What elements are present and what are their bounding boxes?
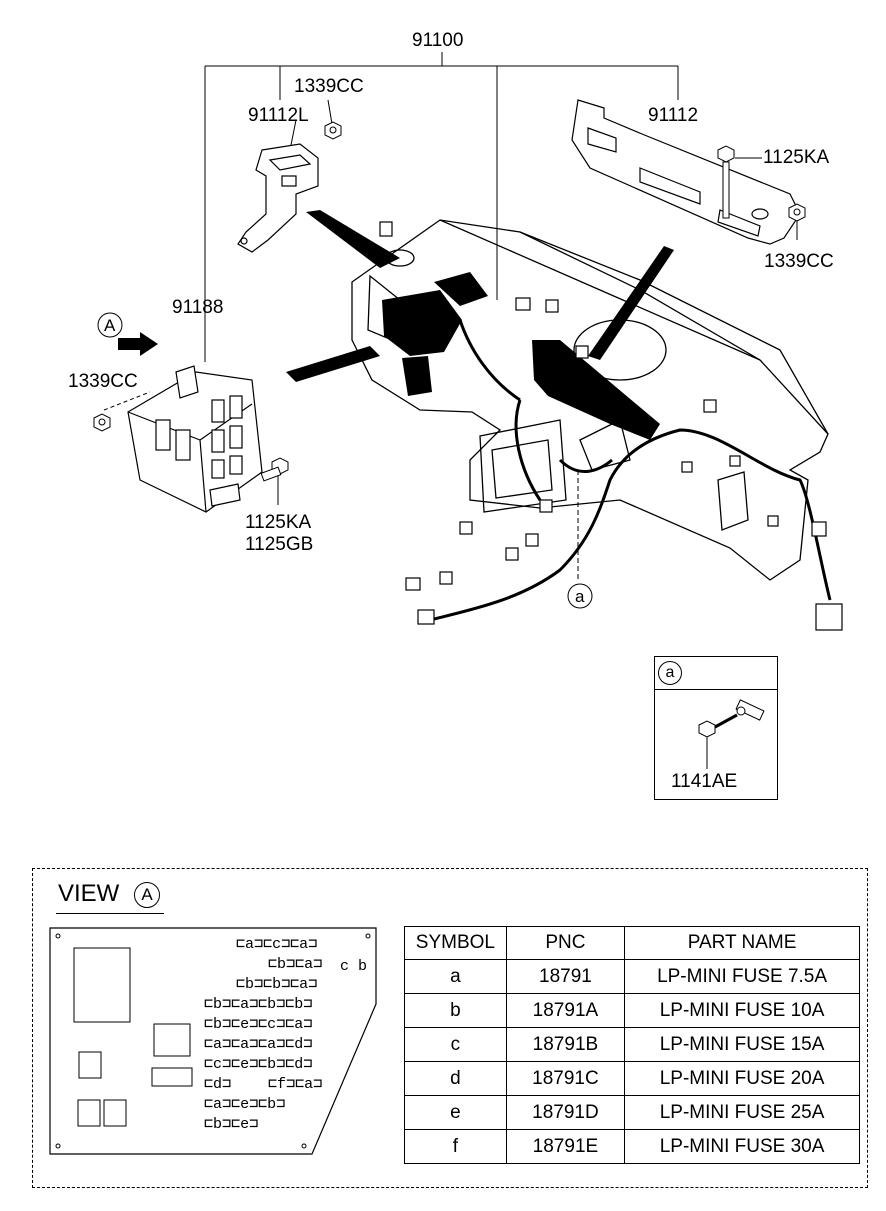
fuse-row-4: ⊏b⊐⊏a⊐⊏b⊐⊏b⊐: [204, 996, 312, 1013]
callout-91112l: 91112L: [248, 105, 309, 126]
fuse-side-pair: c b: [340, 958, 367, 975]
bolt-left-icon: [260, 457, 289, 482]
nut-top-icon: [324, 121, 342, 140]
harness-wires-icon: [429, 319, 832, 622]
callout-1125ka-right: 1125KA: [763, 147, 830, 168]
fuse-row-7: ⊏c⊐⊏e⊐⊏b⊐⊏d⊐: [204, 1056, 312, 1073]
table-row: b 18791A LP-MINI FUSE 10A: [404, 993, 860, 1028]
fuse-table: SYMBOL PNC PART NAME a 18791 LP-MINI FUS…: [404, 926, 860, 1164]
fuse-row-3: ⊏b⊐⊏b⊐⊏a⊐: [236, 976, 317, 993]
detail-inset: a 1141AE: [654, 656, 778, 800]
fuse-row-9: ⊏f⊐⊏a⊐: [268, 1076, 322, 1093]
table-row: c 18791B LP-MINI FUSE 15A: [404, 1027, 860, 1062]
cell-part-name: LP-MINI FUSE 25A: [624, 1095, 860, 1130]
detail-inset-ref: a: [658, 661, 682, 685]
relay-block-mid: [153, 1023, 191, 1057]
table-row: e 18791D LP-MINI FUSE 25A: [404, 1095, 860, 1130]
callout-91188: 91188: [172, 297, 223, 318]
connectors-icon: [379, 221, 843, 631]
cell-symbol: e: [404, 1095, 507, 1130]
callout-1339cc-top: 1339CC: [294, 76, 364, 97]
fuse-table-header: SYMBOL PNC PART NAME: [404, 926, 860, 960]
detail-a-marker: a: [567, 583, 593, 609]
cell-symbol: c: [404, 1027, 507, 1062]
callout-1125gb-left: 1125GB: [245, 534, 313, 555]
cell-part-name: LP-MINI FUSE 7.5A: [624, 959, 860, 994]
detail-inset-part: 1141AE: [671, 771, 738, 792]
fuse-row-6: ⊏a⊐⊏a⊐⊏a⊐⊏d⊐: [204, 1036, 312, 1053]
callout-91100: 91100: [412, 30, 463, 51]
cell-pnc: 18791: [505, 959, 626, 994]
relay-block-small: [78, 1051, 102, 1079]
fuse-row-1: ⊏a⊐⊏c⊐⊏a⊐: [236, 936, 317, 953]
callout-1125ka-left: 1125KA: [245, 512, 312, 533]
callout-1339cc-right: 1339CC: [764, 251, 834, 272]
cell-pnc: 18791D: [505, 1095, 626, 1130]
bolt-right-icon: [717, 145, 735, 219]
relay-block-flat: [151, 1067, 193, 1087]
view-a-marker-letter: A: [104, 316, 116, 335]
relay-block-bottom-left: [77, 1099, 101, 1127]
cell-pnc: 18791B: [505, 1027, 626, 1062]
cell-pnc: 18791C: [505, 1061, 626, 1096]
header-pnc: PNC: [505, 926, 626, 960]
cell-pnc: 18791E: [505, 1129, 626, 1164]
fuse-row-5: ⊏b⊐⊏e⊐⊏c⊐⊏a⊐: [204, 1016, 312, 1033]
cell-part-name: LP-MINI FUSE 30A: [624, 1129, 860, 1164]
table-row: d 18791C LP-MINI FUSE 20A: [404, 1061, 860, 1096]
cell-pnc: 18791A: [505, 993, 626, 1028]
callout-1339cc-left: 1339CC: [68, 371, 138, 392]
harness-trunk-icon: [286, 210, 674, 440]
cell-part-name: LP-MINI FUSE 20A: [624, 1061, 860, 1096]
header-part-name: PART NAME: [624, 926, 860, 960]
fuse-box-outline: [49, 927, 377, 1155]
view-title: VIEW: [58, 880, 120, 907]
wiring-harness-diagram: 91100 1339CC 91112L 91112 1125KA 1339CC …: [68, 30, 843, 631]
cell-symbol: d: [404, 1061, 507, 1096]
junction-box-icon: [127, 365, 263, 513]
bracket-left-icon: [237, 143, 319, 253]
view-ref: A: [134, 882, 160, 908]
header-symbol: SYMBOL: [404, 926, 507, 960]
cell-part-name: LP-MINI FUSE 15A: [624, 1027, 860, 1062]
nut-right-icon: [788, 203, 806, 222]
clip-screw-icon: [698, 699, 765, 769]
callout-91112: 91112: [648, 105, 698, 126]
view-a-marker: A: [97, 312, 158, 356]
relay-block-bottom-right: [103, 1099, 127, 1127]
fuse-row-11: ⊏b⊐⊏e⊐: [204, 1116, 258, 1133]
fuse-row-10: ⊏a⊐⊏e⊐⊏b⊐: [204, 1096, 285, 1113]
detail-inset-header: a: [655, 657, 777, 690]
cell-symbol: a: [404, 959, 507, 994]
cell-symbol: f: [404, 1129, 507, 1164]
table-row: f 18791E LP-MINI FUSE 30A: [404, 1129, 860, 1164]
fuse-row-8: ⊏d⊐: [204, 1076, 231, 1093]
fuse-row-2: ⊏b⊐⊏a⊐: [268, 956, 322, 973]
detail-a-marker-letter: a: [575, 587, 585, 606]
cell-symbol: b: [404, 993, 507, 1028]
fuse-box-layout: ⊏a⊐⊏c⊐⊏a⊐ ⊏b⊐⊏a⊐ ⊏b⊐⊏b⊐⊏a⊐ ⊏b⊐⊏a⊐⊏b⊐⊏b⊐ …: [49, 927, 377, 1155]
instrument-panel-icon: [351, 219, 829, 581]
view-direction-arrow-icon: [118, 332, 158, 356]
relay-block-large: [73, 947, 131, 1023]
assembly-leader-lines: [103, 52, 798, 580]
view-a-frame: [32, 868, 868, 1188]
view-title-underline: [56, 913, 164, 914]
table-row: a 18791 LP-MINI FUSE 7.5A: [404, 959, 860, 994]
cell-part-name: LP-MINI FUSE 10A: [624, 993, 860, 1028]
nut-left-icon: [93, 413, 111, 432]
